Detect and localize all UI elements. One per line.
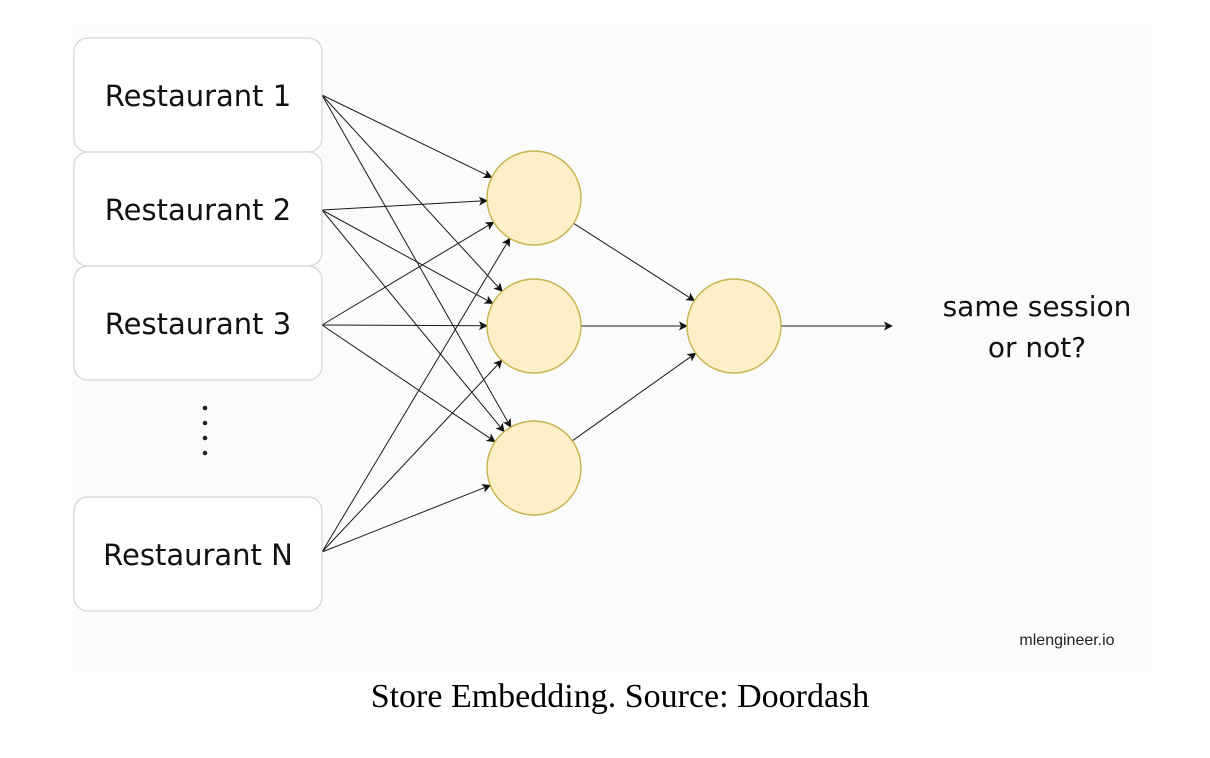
edge-input-2-hidden-2 bbox=[321, 209, 494, 304]
hidden-node-2 bbox=[486, 278, 582, 374]
input-label: Restaurant 3 bbox=[105, 307, 291, 341]
output-label-line-1: same session bbox=[943, 290, 1132, 323]
watermark: mlengineer.io bbox=[1019, 632, 1114, 649]
edge-hidden-3-output bbox=[572, 352, 697, 442]
edge-input-2-hidden-1 bbox=[321, 196, 488, 211]
input-box-restaurant-2: Restaurant 2 bbox=[73, 151, 323, 267]
output-label-line-2: or not? bbox=[988, 331, 1086, 364]
edge-input-4-hidden-2 bbox=[321, 359, 503, 553]
edge-input-2-hidden-3 bbox=[321, 209, 505, 433]
edge-input-3-hidden-1 bbox=[321, 221, 495, 326]
edge-input-4-hidden-1 bbox=[321, 237, 511, 553]
input-box-restaurant-1: Restaurant 1 bbox=[73, 37, 323, 153]
input-boxes: Restaurant 1 Restaurant 2 Restaurant 3 R… bbox=[73, 37, 323, 612]
hidden-node-3 bbox=[486, 420, 582, 516]
input-box-restaurant-3: Restaurant 3 bbox=[73, 265, 323, 381]
connection-edges bbox=[321, 94, 893, 553]
input-label: Restaurant N bbox=[103, 538, 293, 572]
edge-input-3-hidden-2 bbox=[321, 321, 488, 331]
edge-input-1-hidden-3 bbox=[321, 94, 512, 428]
input-box-restaurant-n: Restaurant N bbox=[73, 496, 323, 612]
input-label: Restaurant 2 bbox=[105, 193, 291, 227]
vertical-ellipsis bbox=[202, 405, 208, 456]
edge-input-1-hidden-1 bbox=[321, 94, 493, 178]
input-label: Restaurant 1 bbox=[105, 79, 291, 113]
edge-hidden-1-output bbox=[573, 222, 696, 302]
output-node bbox=[686, 278, 782, 374]
caption: Store Embedding. Source: Doordash bbox=[371, 678, 870, 715]
edge-input-3-hidden-3 bbox=[321, 324, 496, 443]
edge-input-4-hidden-3 bbox=[321, 484, 492, 553]
edge-input-1-hidden-2 bbox=[321, 94, 503, 293]
hidden-node-1 bbox=[486, 150, 582, 246]
network-nodes bbox=[486, 150, 782, 516]
